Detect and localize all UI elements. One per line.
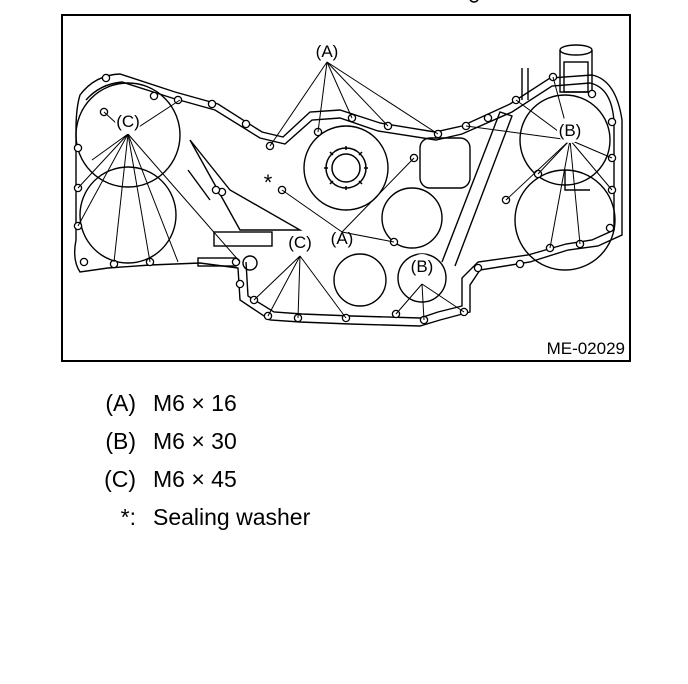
leader-line <box>299 255 347 319</box>
label-plate <box>213 231 273 247</box>
leader-line <box>297 255 301 319</box>
leader-line <box>127 133 241 263</box>
leader-line <box>326 61 439 135</box>
left-diagonal-rib <box>189 139 303 231</box>
figure-id: ME-02029 <box>547 339 625 358</box>
small-rib <box>187 169 211 201</box>
legend-value: M6 × 16 <box>153 390 237 416</box>
right-rib <box>564 170 590 191</box>
cover-inner-ridge <box>85 81 615 319</box>
leader-line <box>569 139 581 245</box>
callout-b-lower: (B) <box>410 254 434 278</box>
crank-gear <box>324 146 368 190</box>
svg-text:(A): (A) <box>316 42 339 61</box>
svg-text:*: * <box>264 170 273 195</box>
bolt-hole <box>241 119 251 129</box>
leader-line <box>269 61 328 147</box>
leader-line <box>569 139 613 159</box>
crank-sprocket-circle <box>303 125 389 211</box>
svg-text:(B): (B) <box>411 257 434 276</box>
leader-line <box>77 133 129 227</box>
cover-outline <box>73 73 623 327</box>
bolt-hole <box>607 117 617 127</box>
leader-line <box>537 139 571 175</box>
callout-b-right: (B) <box>557 117 583 143</box>
diagonal-strut <box>441 111 513 267</box>
leader-line <box>326 61 353 119</box>
leader-line <box>281 189 343 233</box>
dipstick-post <box>521 68 529 100</box>
leader-line <box>421 283 465 313</box>
bolt-hole <box>483 113 493 123</box>
left-lower-pulley <box>79 166 177 264</box>
leader-line <box>317 61 328 133</box>
cam-housing-top <box>559 44 593 56</box>
timing-belt-cover-diagram: (A) (C) (B) (C) (A) (B) * ME-02029 <box>61 0 631 362</box>
leader-line <box>253 255 301 301</box>
bolt-hole <box>207 99 217 109</box>
bolt-hole <box>587 89 597 99</box>
leader-line <box>77 133 129 189</box>
legend-value: M6 × 45 <box>153 466 237 492</box>
legend-key: *: <box>120 504 136 530</box>
bolt-hole <box>101 73 111 83</box>
bolt-hole <box>231 257 241 267</box>
figure-frame <box>61 14 631 362</box>
leader-line <box>127 133 179 263</box>
legend-key: (B) <box>105 428 136 454</box>
leader-line <box>569 139 613 191</box>
legend-key: (A) <box>105 390 136 416</box>
bolt-hole <box>73 143 83 153</box>
small-hole <box>242 255 258 271</box>
bolt-hole <box>211 185 221 195</box>
leader-line <box>267 255 301 317</box>
bolt-hole <box>173 95 183 105</box>
bolt-hole <box>473 263 483 273</box>
bolt-hole <box>235 279 245 289</box>
bolt-hole <box>79 257 89 267</box>
callout-c-left: (C) <box>115 108 141 134</box>
center-lower-circle <box>333 253 387 307</box>
legend-key: (C) <box>104 466 136 492</box>
leader-line <box>421 283 425 321</box>
cover-window <box>419 137 471 189</box>
leader-line <box>326 61 389 127</box>
cam-housing <box>559 50 593 93</box>
callout-a-top: (A) <box>316 42 339 61</box>
svg-text:(B): (B) <box>559 121 582 140</box>
cam-housing-body <box>563 61 589 93</box>
leader-line <box>395 283 423 315</box>
leader-line <box>113 133 129 263</box>
leader-line <box>341 231 395 243</box>
legend-value: Sealing washer <box>153 504 311 530</box>
bolt-hole <box>515 259 525 269</box>
leader-line <box>127 133 151 263</box>
svg-text:(A): (A) <box>331 229 354 248</box>
leader-line <box>505 139 571 201</box>
leader-line <box>91 133 129 161</box>
left-upper-pulley <box>75 82 181 188</box>
center-right-circle <box>381 187 443 249</box>
callout-c-center: (C) <box>288 233 312 252</box>
bolt-hole <box>605 223 615 233</box>
leader-line <box>341 157 415 233</box>
leader-line <box>549 139 571 249</box>
svg-text:(C): (C) <box>116 112 140 131</box>
top-remnant-mark <box>469 0 479 3</box>
svg-text:(C): (C) <box>288 233 312 252</box>
callout-star: * <box>264 170 273 195</box>
callout-a-center: (A) <box>331 229 354 248</box>
legend-value: M6 × 30 <box>153 428 237 454</box>
leader-line <box>465 125 571 141</box>
leader-lines <box>77 61 613 321</box>
bolt-hole <box>149 91 159 101</box>
